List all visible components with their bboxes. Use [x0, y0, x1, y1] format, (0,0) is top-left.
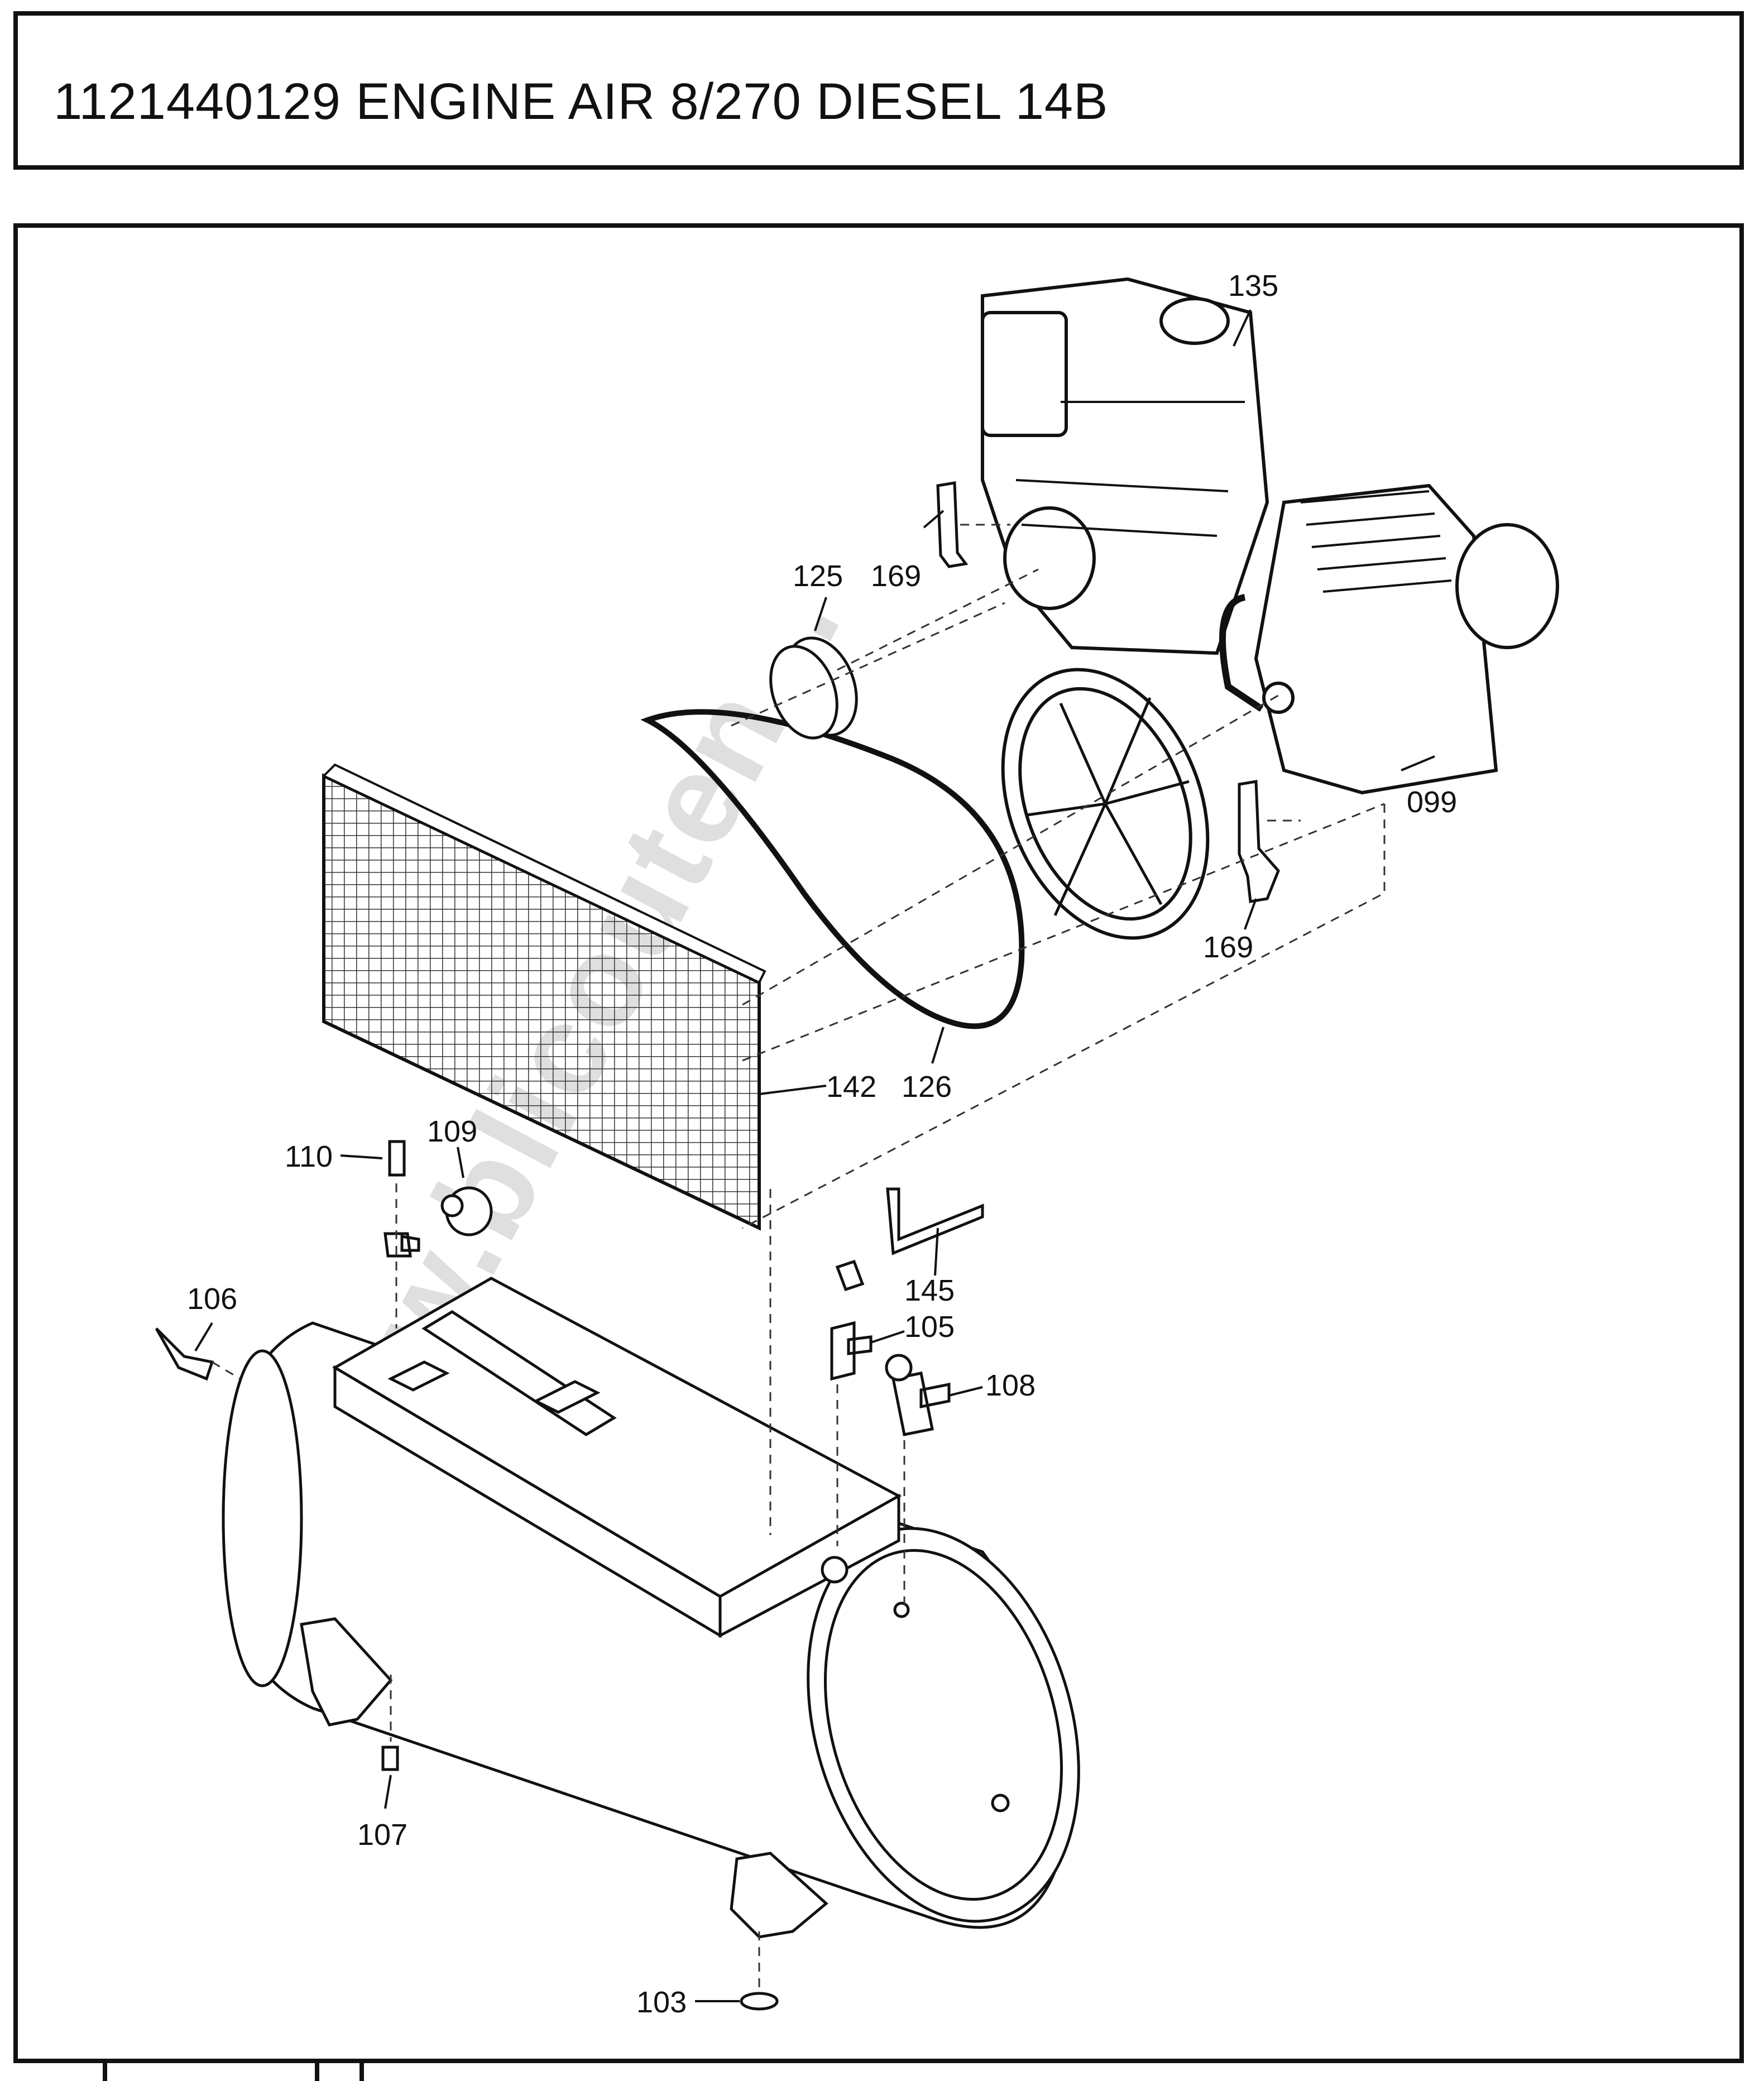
compressor-pump [1219, 483, 1559, 795]
drain-plug-107 [381, 1746, 399, 1771]
footer-table [13, 2059, 1744, 2081]
footer-cell [359, 2063, 364, 2081]
callout-142: 142 [826, 1070, 876, 1104]
title-box: 1121440129 ENGINE AIR 8/270 DIESEL 14B [13, 11, 1744, 170]
callout-145: 145 [904, 1274, 955, 1307]
callout-108: 108 [985, 1369, 1036, 1402]
elbow-fitting [835, 1259, 865, 1292]
callout-126: 126 [902, 1070, 952, 1104]
diesel-engine [981, 277, 1269, 655]
fittings [155, 1140, 984, 2011]
assembly-guides [212, 524, 1386, 1993]
tee-fitting [384, 1232, 420, 1258]
footer-cell [315, 2063, 319, 2081]
diagram-frame [13, 223, 1744, 2060]
callout-109: 109 [427, 1115, 477, 1148]
bracket-upper [936, 481, 969, 568]
footer-cell [103, 2063, 107, 2081]
callout-105: 105 [904, 1310, 955, 1344]
callout-106: 106 [187, 1282, 237, 1316]
callout-103: 103 [636, 1986, 687, 2019]
callout-169-lower: 169 [1203, 931, 1253, 964]
leader-lines [194, 309, 1435, 2002]
page-title: 1121440129 ENGINE AIR 8/270 DIESEL 14B [54, 73, 1109, 130]
mounting-plate [332, 1277, 902, 1638]
rubber-foot-103 [740, 1992, 779, 2011]
callout-125: 125 [793, 559, 843, 593]
nipple-110 [388, 1140, 406, 1177]
bracket-lower [1238, 780, 1280, 903]
check-valve-105 [830, 1321, 873, 1381]
pressure-switch-108 [891, 1372, 951, 1436]
belt-guard [322, 763, 766, 1231]
callout-169-upper: 169 [871, 559, 921, 593]
flywheel [1001, 668, 1210, 940]
delivery-pipe-145 [886, 1187, 984, 1255]
callout-107: 107 [357, 1818, 408, 1852]
callout-135: 135 [1228, 269, 1278, 303]
air-tank [222, 1321, 1080, 1939]
callout-110: 110 [285, 1140, 333, 1173]
callout-099: 099 [1407, 785, 1457, 819]
